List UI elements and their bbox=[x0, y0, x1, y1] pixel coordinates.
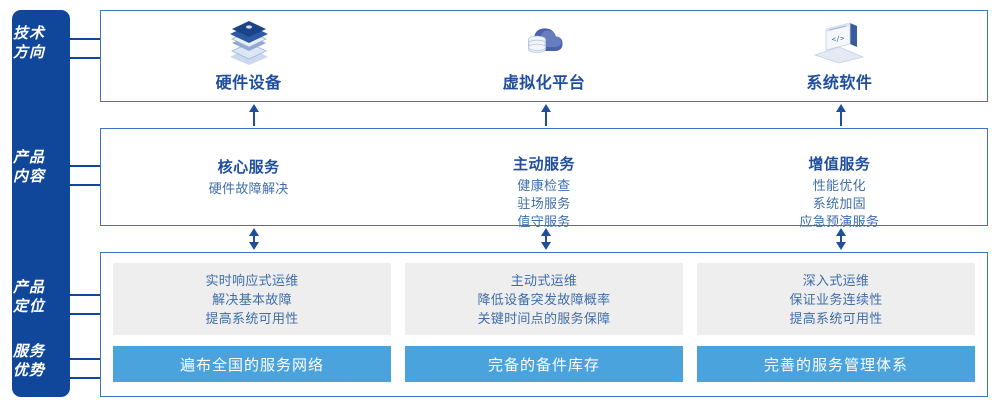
arrow-shaft bbox=[545, 110, 547, 126]
sidebar-label-line2: 优势 bbox=[12, 362, 45, 379]
content-item: 硬件故障解决 bbox=[208, 181, 289, 196]
svg-text:</>: </> bbox=[832, 34, 846, 43]
sidebar-item-product-content[interactable]: 产品 内容 bbox=[0, 148, 58, 186]
tech-label: 硬件设备 bbox=[215, 75, 282, 92]
sidebar-label-line2: 定位 bbox=[12, 298, 45, 315]
arrow-shaft bbox=[840, 110, 842, 126]
tech-column-hardware[interactable]: 硬件设备 bbox=[101, 11, 396, 101]
positioning-line: 保证业务连续性 bbox=[789, 291, 883, 307]
content-item: 值守服务 bbox=[517, 214, 571, 229]
sidebar-label-line1: 技术 bbox=[12, 25, 45, 42]
connector-content-2 bbox=[70, 184, 102, 186]
arrow-head-down bbox=[541, 242, 551, 250]
sidebar bbox=[12, 10, 70, 397]
arrow-up-hardware bbox=[248, 104, 260, 126]
sidebar-item-product-positioning[interactable]: 产品 定位 bbox=[0, 278, 58, 316]
tech-column-virtualization[interactable]: 虚拟化平台 bbox=[396, 11, 691, 101]
connector-tech-2 bbox=[70, 57, 102, 59]
arrow-head-up bbox=[249, 104, 259, 112]
arrow-shaft bbox=[253, 233, 255, 245]
advantage-box-management-system[interactable]: 完善的服务管理体系 bbox=[697, 346, 975, 382]
positioning-box-proactive[interactable]: 主动式运维 降低设备突发故障概率 关键时间点的服务保障 bbox=[405, 263, 683, 335]
connector-advantage-2 bbox=[70, 377, 102, 379]
positioning-and-advantage-panel: 实时响应式运维 解决基本故障 提高系统可用性 主动式运维 降低设备突发故障概率 … bbox=[100, 252, 988, 397]
positioning-line: 关键时间点的服务保障 bbox=[477, 310, 611, 326]
content-column-value-added-service[interactable]: 增值服务 性能优化 系统加固 应急预演服务 bbox=[692, 129, 987, 229]
positioning-line: 提高系统可用性 bbox=[789, 310, 883, 326]
arrow-bidirectional-value-added bbox=[835, 228, 847, 250]
positioning-box-realtime[interactable]: 实时响应式运维 解决基本故障 提高系统可用性 bbox=[113, 263, 391, 335]
arrow-head-down bbox=[249, 242, 259, 250]
technology-direction-panel: 硬件设备 虚拟化平台 bbox=[100, 10, 988, 102]
arrow-head-up bbox=[541, 228, 551, 236]
laptop-code-icon: </> bbox=[814, 22, 865, 64]
sidebar-label-line1: 服务 bbox=[12, 343, 45, 360]
sidebar-label-line2: 内容 bbox=[12, 168, 45, 185]
arrow-shaft bbox=[840, 233, 842, 245]
sidebar-label-line1: 产品 bbox=[12, 279, 45, 296]
arrow-bidirectional-proactive bbox=[540, 228, 552, 250]
content-title: 增值服务 bbox=[808, 156, 871, 173]
connector-advantage-1 bbox=[70, 358, 102, 360]
content-column-core-service[interactable]: 核心服务 硬件故障解决 bbox=[101, 129, 396, 225]
advantage-box-spare-parts[interactable]: 完备的备件库存 bbox=[405, 346, 683, 382]
arrow-head-down bbox=[836, 242, 846, 250]
positioning-line: 实时响应式运维 bbox=[205, 272, 299, 288]
arrow-up-virtualization bbox=[540, 104, 552, 126]
positioning-line: 解决基本故障 bbox=[212, 291, 292, 307]
tech-column-system-software[interactable]: </> 系统软件 bbox=[692, 11, 987, 101]
connector-position-2 bbox=[70, 313, 102, 315]
advantage-box-service-network[interactable]: 遍布全国的服务网络 bbox=[113, 346, 391, 382]
content-item: 健康检查 bbox=[517, 178, 571, 193]
arrow-bidirectional-core bbox=[248, 228, 260, 250]
positioning-line: 降低设备突发故障概率 bbox=[477, 291, 611, 307]
tech-label: 系统软件 bbox=[806, 75, 873, 92]
connector-content-1 bbox=[70, 165, 102, 167]
sidebar-label-line2: 方向 bbox=[12, 44, 45, 61]
arrow-head-up bbox=[249, 228, 259, 236]
connector-tech-1 bbox=[70, 38, 102, 40]
arrow-shaft bbox=[253, 110, 255, 126]
server-stack-icon bbox=[229, 21, 268, 65]
sidebar-label-line1: 产品 bbox=[12, 149, 45, 166]
arrow-shaft bbox=[545, 233, 547, 245]
positioning-line: 主动式运维 bbox=[510, 272, 578, 288]
tech-label: 虚拟化平台 bbox=[502, 75, 586, 92]
content-item: 驻场服务 bbox=[517, 196, 571, 211]
cloud-database-icon bbox=[527, 28, 563, 53]
sidebar-item-technology-direction[interactable]: 技术 方向 bbox=[0, 24, 58, 62]
positioning-box-indepth[interactable]: 深入式运维 保证业务连续性 提高系统可用性 bbox=[697, 263, 975, 335]
content-item: 性能优化 bbox=[812, 178, 866, 193]
content-title: 核心服务 bbox=[217, 159, 280, 176]
arrow-head-up bbox=[836, 228, 846, 236]
content-item: 系统加固 bbox=[812, 196, 866, 211]
positioning-row: 实时响应式运维 解决基本故障 提高系统可用性 主动式运维 降低设备突发故障概率 … bbox=[113, 263, 975, 335]
sidebar-item-service-advantage[interactable]: 服务 优势 bbox=[0, 342, 58, 380]
content-column-proactive-service[interactable]: 主动服务 健康检查 驻场服务 值守服务 bbox=[396, 129, 691, 229]
arrow-head-up bbox=[836, 104, 846, 112]
content-item: 应急预演服务 bbox=[799, 214, 880, 229]
advantage-row: 遍布全国的服务网络 完备的备件库存 完善的服务管理体系 bbox=[113, 346, 975, 382]
positioning-line: 深入式运维 bbox=[802, 272, 870, 288]
positioning-line: 提高系统可用性 bbox=[205, 310, 299, 326]
arrow-head-up bbox=[541, 104, 551, 112]
arrow-up-system-software bbox=[835, 104, 847, 126]
content-title: 主动服务 bbox=[512, 156, 575, 173]
connector-position-1 bbox=[70, 294, 102, 296]
product-content-panel: 核心服务 硬件故障解决 主动服务 健康检查 驻场服务 值守服务 增值服务 性能优… bbox=[100, 128, 988, 229]
